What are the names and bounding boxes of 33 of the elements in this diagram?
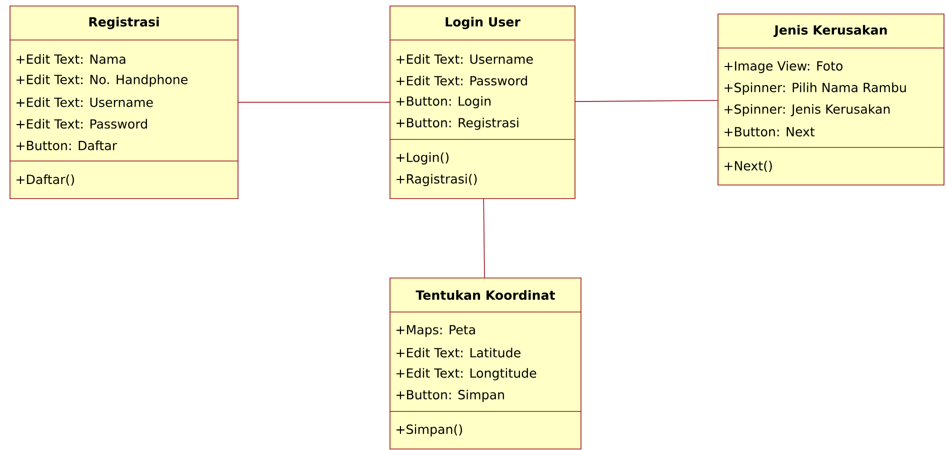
attribute-text: +Button: Registrasi: [396, 118, 518, 130]
attribute-text: +Edit Text: No. Handphone: [16, 74, 188, 87]
attribute-text: +Edit Text: Longtitude: [396, 368, 536, 380]
association-line: [483, 198, 485, 278]
attribute-text: +Button: Simpan: [396, 390, 504, 402]
method-text: +Ragistrasi(): [396, 174, 477, 186]
class-name: Registrasi: [89, 16, 159, 30]
attribute-text: +Button: Login: [396, 96, 490, 108]
attribute-text: +Spinner: Jenis Kerusakan: [724, 104, 890, 116]
attribute-text: +Edit Text: Username: [16, 97, 153, 108]
attribute-text: +Maps: Peta: [396, 325, 475, 337]
method-text: +Simpan(): [396, 424, 462, 436]
class-name: Jenis Kerusakan: [774, 24, 887, 38]
method-text: +Next(): [724, 160, 772, 172]
attribute-text: +Edit Text: Username: [396, 54, 533, 64]
method-text: +Login(): [396, 152, 448, 164]
attribute-text: +Spinner: Pilih Nama Rambu: [724, 82, 906, 95]
association-line: [574, 100, 718, 102]
attribute-text: +Edit Text: Password: [16, 118, 147, 129]
association-line: [238, 102, 390, 103]
class-box: [718, 14, 944, 186]
class-name: Tentukan Koordinat: [416, 290, 555, 300]
attribute-text: +Edit Text: Nama: [16, 54, 126, 64]
class-name: Login User: [446, 16, 520, 30]
class-box: [10, 6, 238, 199]
attribute-text: +Edit Text: Latitude: [396, 348, 520, 358]
method-text: +Daftar(): [16, 174, 74, 186]
attribute-text: +Button: Daftar: [16, 140, 118, 150]
class-box: [390, 6, 576, 199]
class-box: [390, 278, 582, 450]
attribute-text: +Edit Text: Password: [396, 76, 527, 86]
attribute-text: +Image View: Foto: [724, 60, 842, 74]
attribute-text: +Button: Next: [724, 127, 815, 136]
